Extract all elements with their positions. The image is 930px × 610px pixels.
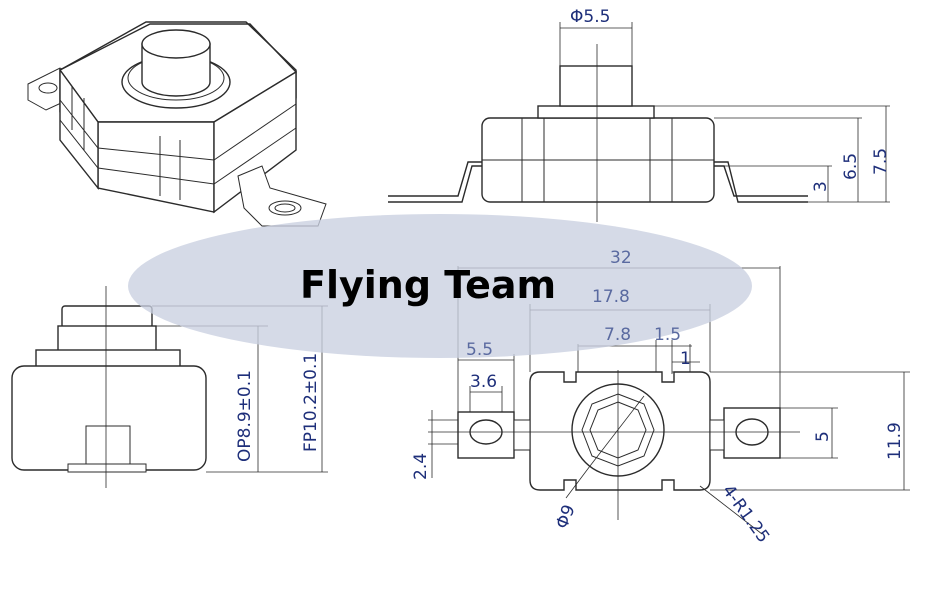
dim-free-position: FP10.2±0.1 <box>301 353 321 452</box>
dim-operating-position: OP8.9±0.1 <box>235 370 255 462</box>
dim-notch-width: 1.5 <box>654 325 681 345</box>
banner-ellipse <box>128 214 752 358</box>
dim-height-body: 6.5 <box>841 153 861 180</box>
banner: Flying Team <box>128 214 752 358</box>
banner-title: Flying Team <box>300 263 556 307</box>
dim-actuator-diameter: Φ9 <box>552 502 580 532</box>
dim-body-width: 11.9 <box>885 422 905 460</box>
dim-body-length: 17.8 <box>592 287 630 307</box>
isometric-view <box>27 21 327 227</box>
dim-terminal-slot: 3.6 <box>470 372 497 392</box>
side-elevation-view <box>388 22 890 222</box>
dim-half-body: 7.8 <box>604 325 631 345</box>
dim-terminal-width: 5 <box>813 431 833 442</box>
dim-notch-depth: 1 <box>680 349 691 369</box>
dim-overall-length: 32 <box>610 248 632 268</box>
dim-button-diameter: Φ5.5 <box>570 7 610 27</box>
dim-terminal-offset: 2.4 <box>411 453 431 480</box>
plan-view <box>428 266 910 535</box>
dim-height-total: 7.5 <box>871 148 891 175</box>
dim-terminal-pitch: 5.5 <box>466 340 493 360</box>
dim-height-terminal: 3 <box>811 181 831 192</box>
dim-corner-radius: 4-R1.25 <box>718 481 773 547</box>
